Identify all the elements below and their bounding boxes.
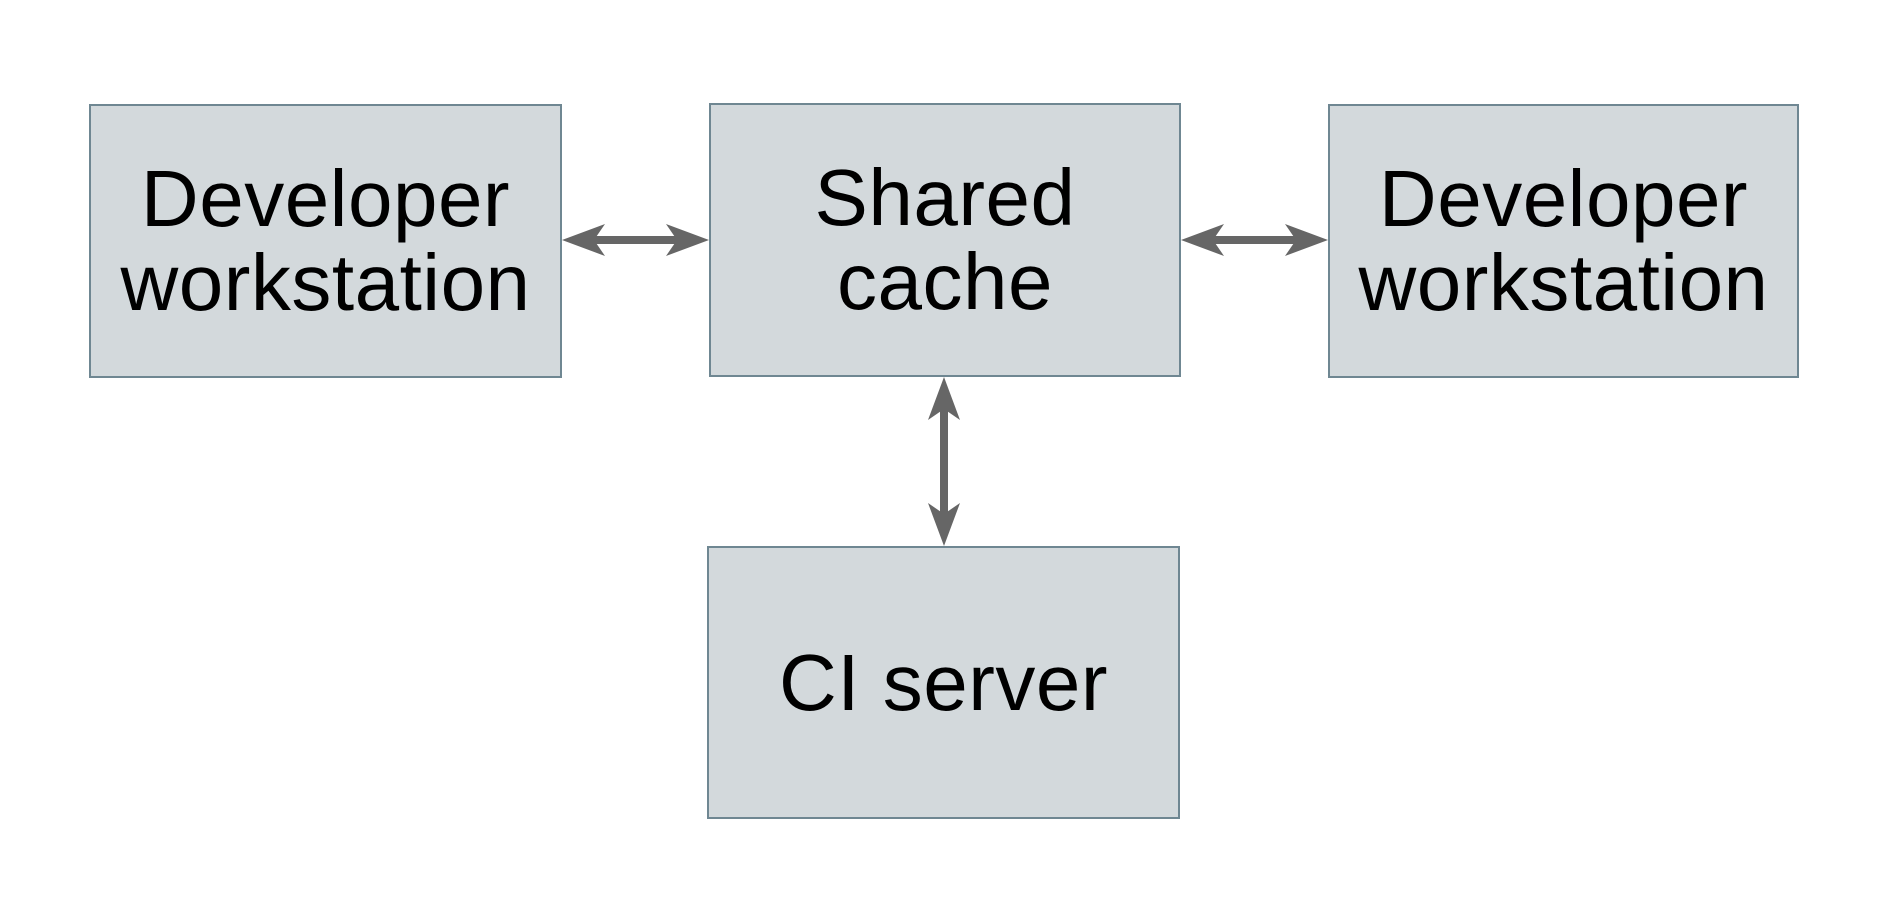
node-shared-cache: Shared cache bbox=[709, 103, 1181, 377]
node-label-line: cache bbox=[837, 237, 1053, 326]
node-label-line: Developer bbox=[140, 154, 511, 243]
node-developer-workstation-left: Developer workstation bbox=[89, 104, 562, 378]
node-label-line: Developer bbox=[1378, 154, 1749, 243]
double-headed-arrow-icon bbox=[928, 377, 960, 546]
node-label-line: CI server bbox=[779, 637, 1108, 727]
bidirectional-arrow-left-workstation-cache bbox=[562, 214, 709, 266]
double-headed-arrow-icon bbox=[562, 224, 709, 256]
bidirectional-arrow-cache-right-workstation bbox=[1181, 214, 1328, 266]
bidirectional-arrow-cache-ci-server bbox=[918, 377, 970, 546]
node-label-line: workstation bbox=[120, 238, 531, 327]
double-headed-arrow-icon bbox=[1181, 224, 1328, 256]
node-label-line: workstation bbox=[1358, 238, 1769, 327]
node-label-line: Shared bbox=[814, 153, 1076, 242]
node-ci-server: CI server bbox=[707, 546, 1180, 819]
node-developer-workstation-right: Developer workstation bbox=[1328, 104, 1799, 378]
